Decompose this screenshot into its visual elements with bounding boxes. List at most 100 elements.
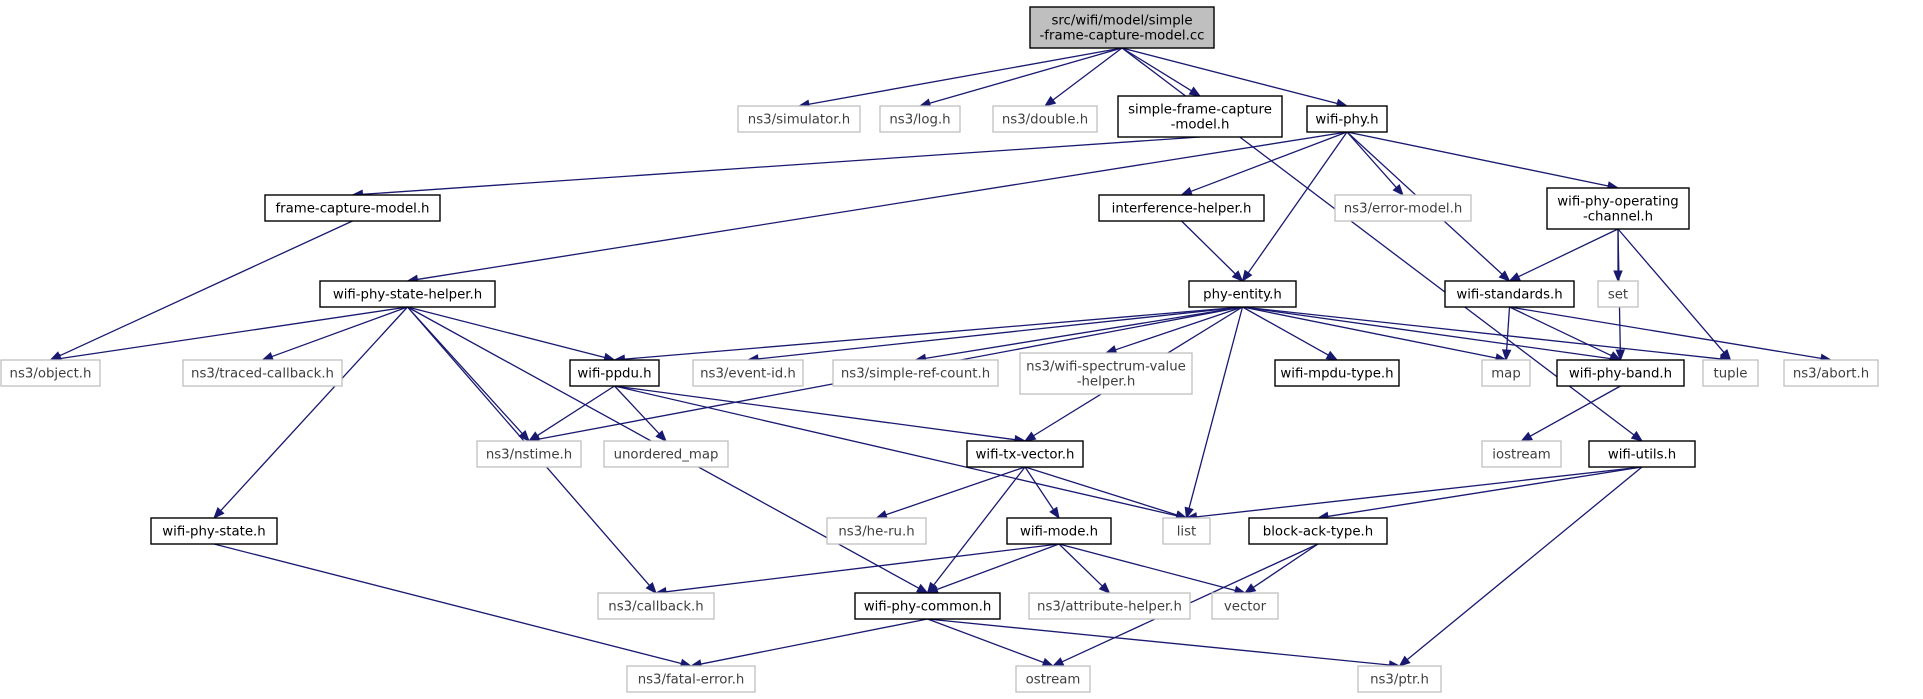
arrowhead (1023, 431, 1037, 442)
arrowhead (1501, 349, 1512, 362)
node-label: ns3/event-id.h (700, 367, 796, 382)
arrowhead (1098, 582, 1111, 594)
node-box (1006, 517, 1112, 545)
node-mpdu-type[interactable]: wifi-mpdu-type.h (1274, 359, 1400, 387)
arrowhead (1243, 583, 1257, 594)
node-box (1444, 280, 1575, 308)
arrowhead (1613, 270, 1623, 283)
node-label: -model.h (1171, 118, 1230, 133)
edge-phy_entity-to-list (1188, 306, 1244, 509)
node-state-helper[interactable]: wifi-phy-state-helper.h (319, 280, 496, 308)
edge-standards-to-abort (1509, 306, 1822, 360)
node-op-channel[interactable]: wifi-phy-operating-channel.h (1546, 187, 1690, 230)
node-label: unordered_map (614, 448, 719, 463)
node-utils[interactable]: wifi-utils.h (1588, 440, 1696, 468)
edge-root-to-log (929, 47, 1123, 104)
node-standards[interactable]: wifi-standards.h (1444, 280, 1575, 308)
node-label: vector (1224, 600, 1267, 615)
node-simulator: ns3/simulator.h (737, 105, 861, 133)
node-phy-common[interactable]: wifi-phy-common.h (854, 592, 1001, 620)
node-tx-vector[interactable]: wifi-tx-vector.h (966, 440, 1084, 468)
node-label: src/wifi/model/simple (1051, 14, 1192, 29)
node-phy-entity[interactable]: phy-entity.h (1188, 280, 1297, 308)
node-wifi-phy[interactable]: wifi-phy.h (1306, 105, 1388, 133)
node-label: map (1491, 367, 1521, 382)
node-frame-capture[interactable]: frame-capture-model.h (264, 194, 441, 222)
node-label: list (1177, 525, 1197, 540)
node-iostream: iostream (1481, 440, 1562, 468)
edge-ppdu-to-tx_vector (614, 385, 1016, 441)
arrowhead (518, 430, 530, 442)
node-box (0, 359, 101, 387)
node-box (966, 440, 1084, 468)
node-box (1546, 187, 1690, 230)
node-object: ns3/object.h (0, 359, 101, 387)
node-log: ns3/log.h (879, 105, 961, 133)
node-label: ns3/simulator.h (748, 113, 850, 128)
node-label: ns3/wifi-spectrum-value (1026, 360, 1186, 375)
node-label: tuple (1714, 367, 1748, 382)
node-box (1015, 665, 1091, 693)
arrowhead (1051, 657, 1065, 667)
node-box (1028, 592, 1191, 620)
node-label: wifi-phy-state-helper.h (333, 288, 482, 303)
node-sfcm-h[interactable]: simple-frame-capture-model.h (1117, 95, 1283, 138)
node-traced-cb: ns3/traced-callback.h (182, 359, 343, 387)
arrowhead (1498, 270, 1511, 282)
node-box (182, 359, 343, 387)
node-label: interference-helper.h (1112, 202, 1252, 217)
node-block-ack[interactable]: block-ack-type.h (1248, 517, 1388, 545)
node-label: ns3/attribute-helper.h (1037, 600, 1182, 615)
arrowhead (1630, 430, 1644, 442)
edge-wifi_phy-to-error_model (1346, 131, 1397, 188)
node-abort: ns3/abort.h (1783, 359, 1879, 387)
node-band[interactable]: wifi-phy-band.h (1556, 359, 1685, 387)
node-phy-state[interactable]: wifi-phy-state.h (150, 517, 278, 545)
node-label: -helper.h (1077, 375, 1136, 390)
node-label: ns3/error-model.h (1344, 202, 1463, 217)
node-label: ns3/log.h (889, 113, 950, 128)
node-unordered-map: unordered_map (603, 440, 729, 468)
node-error-model: ns3/error-model.h (1334, 194, 1472, 222)
node-label: -channel.h (1583, 210, 1653, 225)
edge-root-to-double (1052, 47, 1123, 101)
node-label: wifi-mode.h (1020, 525, 1098, 540)
node-tuple: tuple (1702, 359, 1759, 387)
node-label: wifi-standards.h (1456, 288, 1562, 303)
node-box (476, 440, 582, 468)
node-ptr: ns3/ptr.h (1357, 665, 1442, 693)
node-mode[interactable]: wifi-mode.h (1006, 517, 1112, 545)
node-label: wifi-tx-vector.h (976, 448, 1075, 463)
arrowhead (1184, 506, 1194, 520)
node-label: ns3/object.h (10, 367, 92, 382)
node-label: ostream (1026, 673, 1081, 688)
node-attr-helper: ns3/attribute-helper.h (1028, 592, 1191, 620)
arrowhead (261, 351, 274, 361)
node-label: wifi-phy-band.h (1569, 367, 1672, 382)
node-label: set (1608, 288, 1628, 303)
arrowhead (655, 430, 667, 442)
node-box (150, 517, 278, 545)
node-event-id: ns3/event-id.h (692, 359, 804, 387)
node-box (597, 592, 715, 620)
edge-wifi_phy-to-interference (1190, 131, 1348, 193)
node-label: ns3/fatal-error.h (638, 673, 745, 688)
node-box (826, 517, 927, 545)
edge-state_helper-to-phy_state (220, 306, 408, 512)
node-simple-ref: ns3/simple-ref-count.h (832, 359, 999, 387)
edge-utils-to-ptr (1406, 466, 1643, 661)
edge-tx_vector-to-he_ru (885, 466, 1026, 516)
node-ppdu[interactable]: wifi-ppdu.h (569, 359, 660, 387)
arrowhead (1231, 270, 1244, 282)
edge-wifi_phy-to-phy_entity (1247, 131, 1348, 274)
node-callback: ns3/callback.h (597, 592, 715, 620)
edge-layer (49, 47, 1833, 670)
node-set: set (1597, 280, 1639, 308)
node-layer: src/wifi/model/simple-frame-capture-mode… (0, 6, 1879, 693)
edge-wifi_phy-to-state_helper (417, 131, 1348, 281)
node-root[interactable]: src/wifi/model/simple-frame-capture-mode… (1029, 6, 1215, 49)
node-box (1597, 280, 1639, 308)
node-interference[interactable]: interference-helper.h (1098, 194, 1265, 222)
node-box (1481, 359, 1531, 387)
node-label: wifi-ppdu.h (577, 367, 651, 382)
